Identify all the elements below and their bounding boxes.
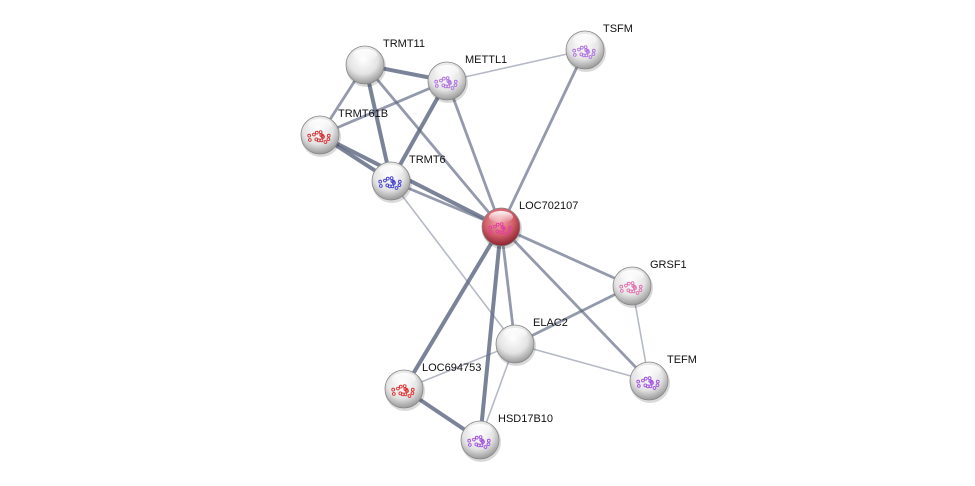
node-TRMT61B[interactable]: TRMT61B bbox=[300, 108, 388, 157]
node-LOC702107[interactable]: LOC702107 bbox=[481, 200, 578, 249]
edge-LOC702107-ELAC2[interactable] bbox=[499, 226, 517, 345]
node-LOC694753[interactable]: LOC694753 bbox=[384, 362, 481, 411]
node-label: METTL1 bbox=[465, 54, 507, 66]
node-METTL1[interactable]: METTL1 bbox=[427, 54, 507, 103]
edge-ELAC2-TEFM[interactable] bbox=[514, 343, 650, 382]
node-ELAC2[interactable]: ELAC2 bbox=[495, 317, 568, 366]
node-label: LOC694753 bbox=[422, 362, 481, 374]
edge-GRSF1-ELAC2[interactable] bbox=[514, 284, 633, 346]
protein-structure-icon bbox=[619, 281, 643, 295]
edge-LOC702107-LOC694753[interactable] bbox=[402, 225, 503, 391]
protein-structure-icon bbox=[467, 435, 491, 449]
edge-LOC702107-GRSF1[interactable] bbox=[500, 225, 633, 288]
node-label: TRMT6 bbox=[409, 154, 446, 166]
node-label: TSFM bbox=[603, 23, 633, 35]
edge-METTL1-LOC702107[interactable] bbox=[445, 80, 503, 228]
edge-TRMT11-TRMT6[interactable] bbox=[363, 64, 393, 182]
node-label: TRMT61B bbox=[338, 108, 388, 120]
node-label: LOC702107 bbox=[519, 200, 578, 212]
edge-TRMT11-LOC702107[interactable] bbox=[363, 64, 503, 228]
protein-structure-icon bbox=[434, 76, 458, 90]
node-TSFM[interactable]: TSFM bbox=[565, 23, 633, 72]
node-HSD17B10[interactable]: HSD17B10 bbox=[460, 413, 553, 462]
protein-structure-icon bbox=[636, 376, 660, 390]
edge-LOC702107-TEFM[interactable] bbox=[499, 226, 651, 382]
node-label: ELAC2 bbox=[533, 317, 568, 329]
protein-structure-icon bbox=[378, 176, 402, 190]
node-label: TEFM bbox=[667, 354, 697, 366]
node-TRMT6[interactable]: TRMT6 bbox=[371, 154, 446, 203]
edge-TRMT6-ELAC2[interactable] bbox=[390, 180, 516, 345]
edge-METTL1-TRMT61B[interactable] bbox=[319, 79, 448, 137]
edge-METTL1-TSFM[interactable] bbox=[446, 49, 586, 82]
edge-ELAC2-LOC694753[interactable] bbox=[403, 343, 516, 390]
edge-LOC702107-HSD17B10[interactable] bbox=[478, 226, 503, 441]
node-TRMT11[interactable]: TRMT11 bbox=[345, 38, 425, 87]
node-label: GRSF1 bbox=[650, 259, 687, 271]
edge-TRMT6-LOC702107[interactable] bbox=[390, 179, 502, 229]
node-label: HSD17B10 bbox=[498, 413, 553, 425]
edge-TSFM-LOC702107[interactable] bbox=[499, 49, 587, 228]
edge-TRMT61B-LOC702107[interactable] bbox=[319, 133, 502, 229]
protein-structure-icon bbox=[391, 384, 415, 398]
protein-structure-icon bbox=[488, 222, 512, 236]
node-GRSF1[interactable]: GRSF1 bbox=[612, 259, 687, 308]
node-label: TRMT11 bbox=[383, 38, 425, 50]
node-TEFM[interactable]: TEFM bbox=[629, 354, 697, 403]
